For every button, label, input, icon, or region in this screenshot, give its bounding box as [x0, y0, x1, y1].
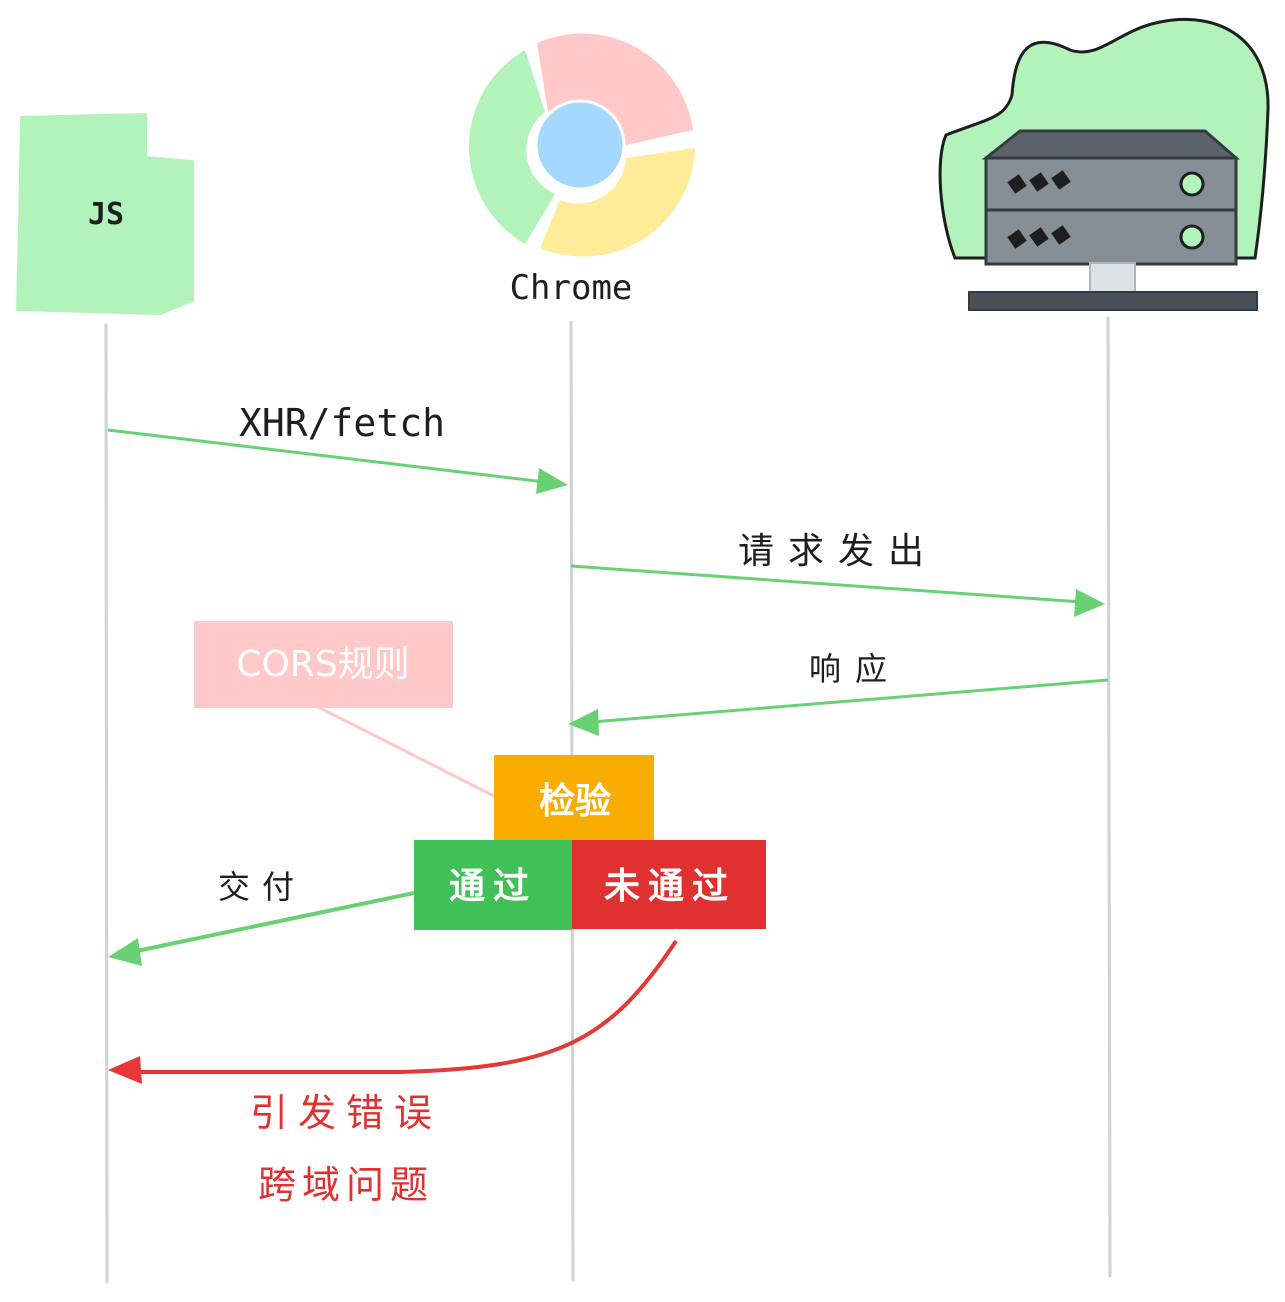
server-icon: [938, 17, 1270, 311]
message-send: 请求发出: [570, 531, 1105, 617]
message-response: 响应: [568, 650, 1109, 736]
server-led-icon: [1179, 171, 1205, 197]
deliver-label: 交付: [218, 868, 306, 906]
error-line1: 引发错误: [250, 1091, 442, 1135]
cors-note: CORS规则: [194, 621, 499, 800]
send-label: 请求发出: [738, 531, 938, 572]
error-path: 引发错误 跨域问题: [108, 939, 678, 1207]
server-slots-icon: [1007, 170, 1071, 249]
pass-box: 通过: [414, 840, 572, 930]
server-lifeline: [1106, 316, 1112, 1278]
request-label: XHR/fetch: [239, 401, 445, 445]
js-file-icon: JS: [16, 113, 194, 315]
pass-label: 通过: [449, 866, 537, 907]
js-lifeline: [104, 323, 109, 1284]
fail-label: 未通过: [604, 866, 736, 907]
message-request: XHR/fetch: [107, 401, 568, 494]
js-label: JS: [88, 197, 124, 232]
message-deliver: 交付: [108, 868, 415, 966]
chrome-logo-icon: Chrome: [468, 33, 695, 308]
chrome-center-icon: [534, 99, 626, 191]
check-label: 检验: [539, 781, 611, 822]
response-label: 响应: [809, 650, 901, 688]
cors-note-label: CORS规则: [236, 644, 409, 685]
fail-box: 未通过: [572, 840, 766, 929]
chrome-label: Chrome: [510, 268, 633, 308]
error-line2: 跨域问题: [258, 1163, 434, 1207]
server-led-icon: [1179, 224, 1205, 250]
check-box: 检验: [494, 755, 654, 842]
